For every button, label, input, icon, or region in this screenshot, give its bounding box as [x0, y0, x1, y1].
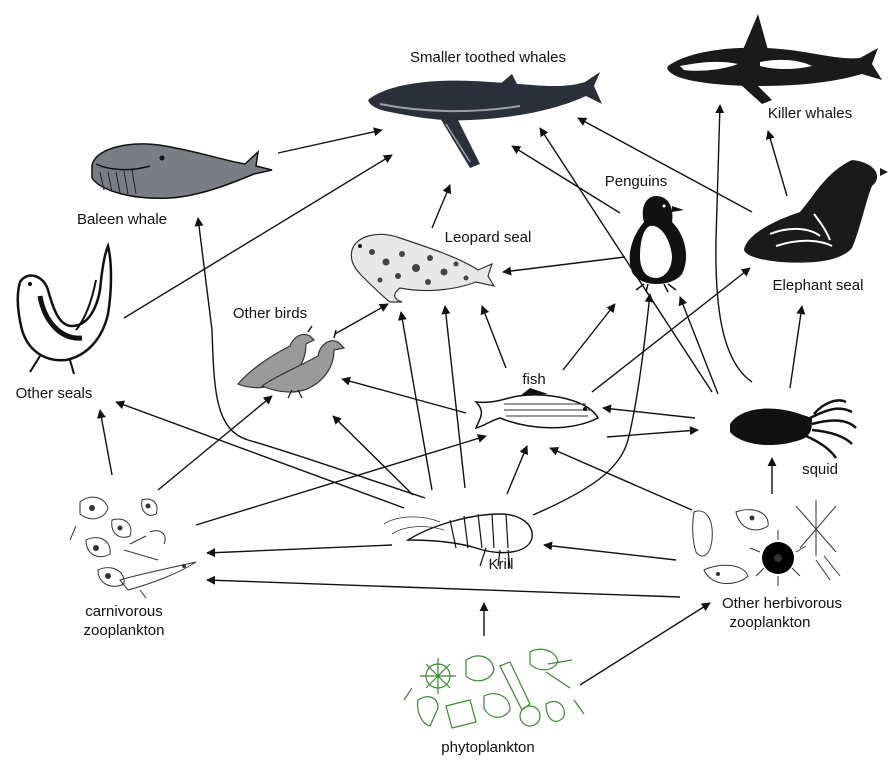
label-carnivorous-line1: carnivorous [85, 603, 163, 620]
arrow-elephant-to-killer [768, 131, 787, 196]
label-herbivorous-line1: Other herbivorous [722, 595, 842, 612]
label-baleen-whale: Baleen whale [77, 211, 167, 228]
arrow-krill-to-carnivorous [207, 545, 392, 553]
arrow-fish-to-squid [607, 430, 698, 437]
fish-icon [476, 388, 598, 428]
arrow-krill-to-leopard [445, 306, 465, 488]
label-herbivorous-line2: zooplankton [730, 614, 811, 631]
arrow-fish-to-leopard [482, 306, 506, 368]
label-penguins: Penguins [605, 173, 668, 190]
label-smaller-toothed-whales: Smaller toothed whales [410, 49, 566, 66]
orca-icon [667, 14, 882, 104]
label-killer-whales: Killer whales [768, 105, 852, 122]
elephant-seal-icon [744, 160, 888, 263]
label-squid: squid [802, 461, 838, 478]
arrow-herbivorous-to-krill [544, 545, 676, 560]
label-phytoplankton: phytoplankton [441, 739, 534, 756]
arrow-squid-to-penguins [680, 297, 718, 394]
arrow-krill-to-fish [507, 446, 527, 494]
arrow-krill-to-birds [333, 416, 413, 495]
arrow-fish-to-penguins [563, 304, 615, 370]
label-other-birds: Other birds [233, 305, 307, 322]
arrow-fish-to-birds [342, 379, 466, 413]
phytoplankton-icon [404, 649, 584, 728]
squid-icon [730, 401, 856, 459]
arrow-squid-to-elephant [790, 306, 802, 388]
label-other-seals: Other seals [16, 385, 93, 402]
arrow-elephant-to-toothed [578, 118, 752, 212]
arrow-herbivorous-to-carnivorous [207, 580, 680, 597]
arrow-birds-to-leopard [335, 304, 388, 334]
arrow-phyto-to-herbivorous [580, 603, 710, 685]
arrow-penguins-to-leopard [503, 257, 625, 272]
arrow-carnivorous-to-fish [196, 436, 486, 525]
bird-icon [238, 326, 344, 398]
seal-icon [18, 246, 111, 374]
label-fish: fish [522, 371, 545, 388]
label-elephant-seal: Elephant seal [773, 277, 864, 294]
carnivorous-zooplankton-icon [70, 497, 196, 598]
arrow-krill-to-otherseals [116, 402, 404, 508]
label-krill: Krill [489, 556, 514, 573]
arrow-carnivorous-to-otherseals [100, 410, 112, 475]
toothed-whale-icon [368, 72, 602, 168]
arrow-squid-to-fish [603, 408, 695, 418]
baleen-whale-icon [92, 144, 272, 198]
herbivorous-zooplankton-icon [693, 500, 840, 586]
arrow-baleen-to-toothed [278, 130, 382, 153]
penguin-icon [630, 196, 686, 292]
arrow-carnivorous-to-birds [158, 396, 272, 490]
label-leopard-seal: Leopard seal [445, 229, 532, 246]
label-carnivorous-line2: zooplankton [84, 622, 165, 639]
arrow-krill-to-leopard-2 [401, 312, 432, 490]
arrow-leopard-to-toothed [432, 185, 450, 228]
arrow-squid-to-toothed [540, 128, 712, 392]
